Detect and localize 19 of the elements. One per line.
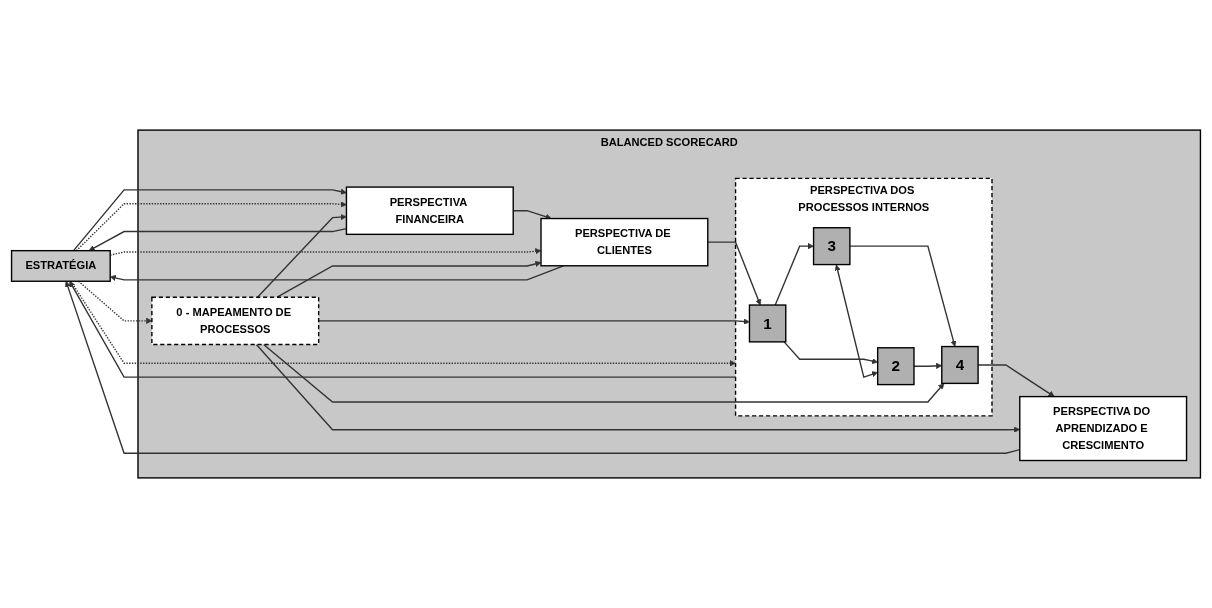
arrow bbox=[849, 245, 957, 347]
arrow bbox=[707, 241, 762, 306]
node-box: 3 bbox=[812, 227, 851, 266]
node-box: 1 bbox=[748, 304, 787, 343]
arrow bbox=[262, 343, 945, 403]
arrow bbox=[256, 214, 347, 298]
arrow bbox=[774, 243, 814, 306]
arrow bbox=[276, 260, 542, 298]
node-box: PERSPECTIVA DE CLIENTES bbox=[540, 217, 709, 267]
arrow bbox=[834, 264, 878, 379]
arrow bbox=[75, 201, 347, 252]
node-box: 0 - MAPEAMENTO DE PROCESSOS bbox=[151, 296, 320, 346]
arrow bbox=[783, 341, 878, 365]
node-box: PERSPECTIVA DO APRENDIZADO E CRESCIMENTO bbox=[1019, 395, 1188, 462]
node-box: PERSPECTIVA FINANCEIRA bbox=[345, 186, 514, 236]
node-box: 2 bbox=[876, 347, 915, 386]
node-box: 4 bbox=[941, 345, 979, 385]
arrow bbox=[72, 188, 347, 252]
node-box: ESTRATÉGIA bbox=[10, 249, 111, 282]
